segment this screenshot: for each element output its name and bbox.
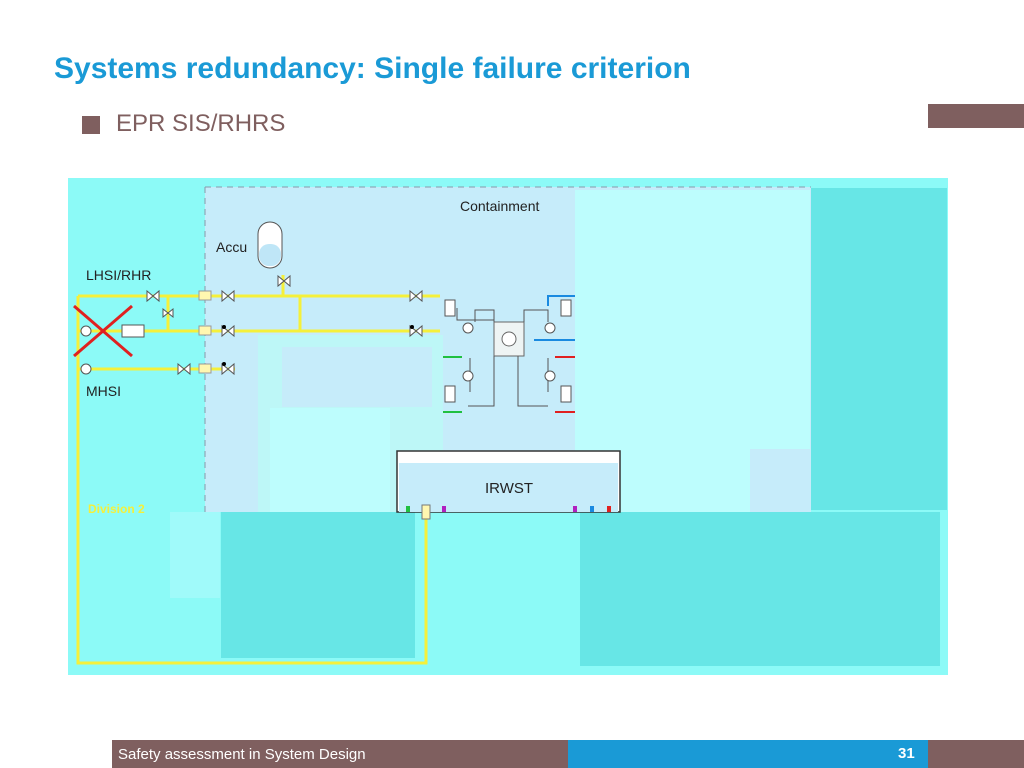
division-2-loop — [76, 296, 428, 665]
accu-water — [259, 244, 281, 266]
slide-subtitle: EPR SIS/RHRS — [116, 110, 286, 137]
overlay-panel-9 — [580, 512, 940, 666]
check-box-1 — [198, 290, 212, 301]
valve-icon — [146, 274, 423, 376]
dot-3 — [410, 325, 414, 329]
accu-label: Accu — [216, 239, 247, 255]
failure-cross-icon-stroke — [73, 304, 133, 358]
steam-generator-icon — [444, 299, 572, 403]
dot-2 — [222, 362, 226, 366]
lhsi-label: LHSI/RHR — [86, 267, 151, 283]
division-label: Division 2 — [88, 502, 145, 516]
slide-title: Systems redundancy: Single failure crite… — [54, 52, 691, 85]
footer-label: Safety assessment in System Design — [118, 746, 366, 763]
overlay-panel-6 — [750, 449, 810, 512]
mhsi-pump-icon — [80, 363, 92, 375]
accent-bar — [928, 104, 1024, 128]
overlay-panel-4 — [282, 347, 432, 407]
footer-left-spacer — [0, 740, 110, 768]
loop-blue-line — [547, 295, 575, 306]
overlay-panel-7 — [170, 512, 220, 598]
irwst-water — [399, 463, 618, 512]
dot-1 — [222, 325, 226, 329]
mhsi-label: MHSI — [86, 383, 121, 399]
irwst-outlet-1 — [406, 506, 410, 512]
overlay-panel-8 — [221, 512, 415, 658]
overlay-panel-2 — [811, 188, 947, 510]
irwst-outlet-3 — [442, 506, 446, 512]
check-box-2 — [198, 325, 212, 336]
footer-label-box — [112, 740, 568, 768]
irwst-outlet-5 — [590, 506, 594, 512]
irwst-outlet-6 — [607, 506, 611, 512]
heat-exchanger-icon — [121, 324, 145, 338]
subtitle-bullet-icon — [82, 116, 100, 134]
irwst-outlet-4 — [573, 506, 577, 512]
pump-icon — [80, 325, 92, 337]
footer-right-bar — [928, 740, 1024, 768]
page-number: 31 — [898, 745, 915, 762]
containment-label: Containment — [460, 198, 539, 214]
footer-page-box — [568, 740, 928, 768]
check-box-3 — [198, 363, 212, 374]
irwst-label: IRWST — [485, 480, 533, 497]
reactor-core-icon — [501, 331, 517, 347]
irwst-outlet-2 — [421, 504, 431, 520]
overlay-panel-5 — [270, 408, 390, 512]
